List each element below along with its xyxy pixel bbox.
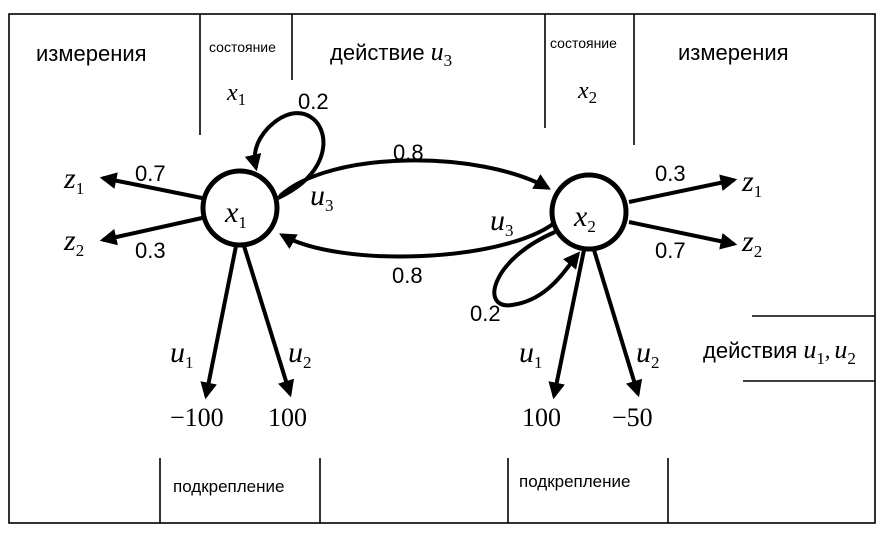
x2-z2-sub: 2 xyxy=(754,242,763,261)
node-x1 xyxy=(200,168,280,248)
action-u3-word: действие xyxy=(330,40,425,65)
top-partitions xyxy=(199,14,635,145)
x2-z1-label: z1 xyxy=(741,165,762,201)
state-left-symbol: x1 xyxy=(226,80,246,109)
x1-z2-letter: z xyxy=(63,224,76,257)
u3-right-sub: 3 xyxy=(505,221,514,240)
x2-self-loop-arrow xyxy=(492,230,581,308)
x1-u2-arrow xyxy=(242,245,295,398)
u3-left-letter: u xyxy=(310,179,325,212)
state-right-label: состояние xyxy=(550,35,617,51)
actions-word: действия xyxy=(703,338,797,363)
x1-z2-arrow xyxy=(99,216,203,246)
x2-z1-sub: 1 xyxy=(754,182,763,201)
state-left-letter: x xyxy=(226,80,238,106)
x2-u1-arrow xyxy=(548,249,586,400)
x1-u1-label: u1 xyxy=(170,336,194,372)
measurements-left-label: измерения xyxy=(36,41,147,66)
actions-u2-sub: 2 xyxy=(847,349,856,368)
x2-u1-sub: 1 xyxy=(534,353,543,372)
right-partitions xyxy=(743,315,875,382)
x1-u2-label: u2 xyxy=(288,336,312,372)
measurements-right-label: измерения xyxy=(678,40,789,65)
actions-u1-sub: 1 xyxy=(816,349,825,368)
x2-z2-prob: 0.7 xyxy=(655,238,686,263)
x1-z1-letter: z xyxy=(63,162,76,195)
x2-to-x1-prob: 0.8 xyxy=(392,263,423,288)
x2-z1-prob: 0.3 xyxy=(655,161,686,186)
state-right-symbol: x2 xyxy=(577,78,597,107)
u3-right-letter: u xyxy=(490,204,505,237)
u3-left-sub: 3 xyxy=(325,196,334,215)
x2-u2-label: u2 xyxy=(636,336,660,372)
reinforcement-left-label: подкрепление xyxy=(173,477,284,496)
x1-self-loop-arrow xyxy=(244,111,326,200)
x2-u1-reward: 100 xyxy=(522,403,561,432)
actions-comma: , xyxy=(825,338,831,363)
state-right-letter: x xyxy=(577,78,589,104)
state-right-sub: 2 xyxy=(589,88,598,107)
x1-u1-arrow xyxy=(200,245,238,400)
x2-self-loop-prob: 0.2 xyxy=(470,301,501,326)
x2-u2-reward: −50 xyxy=(612,403,653,432)
x1-z1-sub: 1 xyxy=(76,179,85,198)
action-u3-sub: 3 xyxy=(444,51,453,70)
x1-u1-reward: −100 xyxy=(170,403,224,432)
x2-u2-sub: 2 xyxy=(651,353,660,372)
outer-frame xyxy=(8,13,876,524)
node-x2-letter: x xyxy=(573,200,588,233)
x2-z2-arrow xyxy=(628,220,738,250)
u3-left-label: u3 xyxy=(310,179,334,215)
x2-to-x1-arrow xyxy=(279,222,555,259)
x2-u1-label: u1 xyxy=(519,336,543,372)
actions-u2-letter: u xyxy=(834,335,847,364)
x2-z1-letter: z xyxy=(741,165,754,198)
x1-u2-sub: 2 xyxy=(303,353,312,372)
node-x2-label: x2 xyxy=(573,200,596,236)
state-left-label: состояние xyxy=(209,39,276,55)
action-u3-letter: u xyxy=(431,37,444,66)
x1-u2-letter: u xyxy=(288,336,303,369)
x1-z1-arrow xyxy=(99,172,203,200)
x1-to-x2-arrow xyxy=(278,158,551,198)
node-x2 xyxy=(549,172,629,252)
node-x1-label: x1 xyxy=(224,196,247,232)
x1-u1-sub: 1 xyxy=(185,353,194,372)
u3-right-label: u3 xyxy=(490,204,514,240)
bottom-partitions xyxy=(159,458,669,523)
x2-u1-letter: u xyxy=(519,336,534,369)
x1-u1-letter: u xyxy=(170,336,185,369)
node-x2-sub: 2 xyxy=(587,217,596,236)
x1-z2-prob: 0.3 xyxy=(135,238,166,263)
x2-z2-letter: z xyxy=(741,225,754,258)
x1-z2-sub: 2 xyxy=(76,241,85,260)
x2-u2-letter: u xyxy=(636,336,651,369)
x2-z1-arrow xyxy=(628,174,738,204)
node-x1-letter: x xyxy=(224,196,239,229)
x1-self-loop-prob: 0.2 xyxy=(298,89,329,114)
state-left-sub: 1 xyxy=(238,90,247,109)
x1-z1-label: z1 xyxy=(63,162,84,198)
x2-u2-arrow xyxy=(592,249,643,398)
x2-z2-label: z2 xyxy=(741,225,762,261)
x1-z1-prob: 0.7 xyxy=(135,161,166,186)
x1-z2-label: z2 xyxy=(63,224,84,260)
node-x1-sub: 1 xyxy=(238,213,247,232)
actions-u1-letter: u xyxy=(803,335,816,364)
x1-to-x2-prob: 0.8 xyxy=(393,140,424,165)
reinforcement-right-label: подкрепление xyxy=(519,472,630,491)
x1-u2-reward: 100 xyxy=(268,403,307,432)
